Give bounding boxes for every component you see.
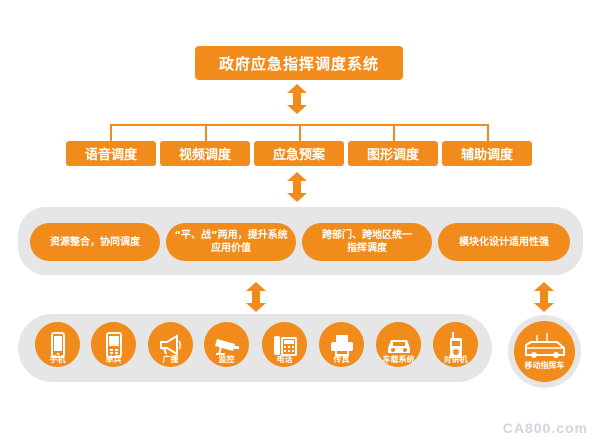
- module-label: 应急预案: [272, 148, 325, 163]
- megaphone-icon: [148, 322, 193, 367]
- system-title-box: 政府应急指挥调度系统: [195, 46, 403, 80]
- command-vehicle-node: 移动指挥车: [514, 321, 575, 382]
- module-label: 视频调度: [178, 148, 231, 163]
- feature-line: 指挥调度: [347, 243, 387, 254]
- module-emergency-plan: 应急预案: [254, 141, 344, 166]
- desk-telephone-icon: [262, 322, 307, 367]
- device-label: 监控: [218, 355, 235, 364]
- device-mobile: 手机: [35, 322, 80, 367]
- device-label: 传真: [333, 355, 350, 364]
- tree-connector: [487, 124, 489, 141]
- device-monitoring: 监控: [204, 322, 249, 367]
- car-icon: [376, 322, 421, 367]
- double-arrow-icon: [534, 282, 554, 312]
- feature-pill: 模块化设计适用性强: [438, 223, 570, 261]
- tree-connector: [393, 124, 395, 141]
- tree-connector: [205, 124, 207, 141]
- device-label: 车载系统: [382, 355, 415, 364]
- feature-pill: 资源整合，协同调度: [30, 223, 160, 261]
- device-handheld: 单兵: [91, 322, 136, 367]
- double-arrow-icon: [287, 84, 307, 114]
- device-walkie-talkie: 对讲机: [433, 322, 478, 367]
- feature-line: 资源整合，协同调度: [50, 236, 140, 248]
- feature-line: “平、战”两用，提升系统: [174, 230, 288, 241]
- double-arrow-icon: [246, 282, 266, 312]
- tree-connector: [110, 124, 112, 141]
- command-vehicle-icon: [524, 332, 565, 358]
- device-fax: 传真: [319, 322, 364, 367]
- feature-pill: “平、战”两用，提升系统应用价值: [166, 223, 296, 261]
- fax-machine-icon: [319, 322, 364, 367]
- device-label: 对讲机: [443, 355, 468, 364]
- vehicle-label: 移动指挥车: [524, 360, 565, 370]
- device-telephone: 电话: [262, 322, 307, 367]
- device-label: 广播: [162, 355, 179, 364]
- device-label: 电话: [276, 355, 293, 364]
- device-label: 单兵: [105, 355, 122, 364]
- mobile-phone-icon: [35, 322, 80, 367]
- feature-line: 应用价值: [211, 243, 251, 254]
- feature-pill: 跨部门、跨地区统一指挥调度: [302, 223, 432, 261]
- device-broadcast: 广播: [148, 322, 193, 367]
- tree-connector: [299, 124, 301, 141]
- feature-line: 模块化设计适用性强: [459, 236, 549, 248]
- surveillance-camera-icon: [204, 322, 249, 367]
- module-auxiliary-dispatch: 辅助调度: [442, 141, 532, 166]
- double-arrow-icon: [287, 172, 307, 202]
- module-label: 语音调度: [84, 148, 137, 163]
- device-label: 手机: [49, 355, 66, 364]
- module-graphic-dispatch: 图形调度: [348, 141, 438, 166]
- module-video-dispatch: 视频调度: [160, 141, 250, 166]
- handheld-terminal-icon: [91, 322, 136, 367]
- module-label: 辅助调度: [460, 148, 513, 163]
- walkie-talkie-icon: [433, 322, 478, 367]
- device-vehicle-system: 车载系统: [376, 322, 421, 367]
- module-label: 图形调度: [366, 148, 419, 163]
- feature-line: 跨部门、跨地区统一: [322, 230, 412, 241]
- module-voice-dispatch: 语音调度: [66, 141, 156, 166]
- system-title: 政府应急指挥调度系统: [218, 54, 379, 73]
- watermark: CA800.com: [502, 420, 588, 436]
